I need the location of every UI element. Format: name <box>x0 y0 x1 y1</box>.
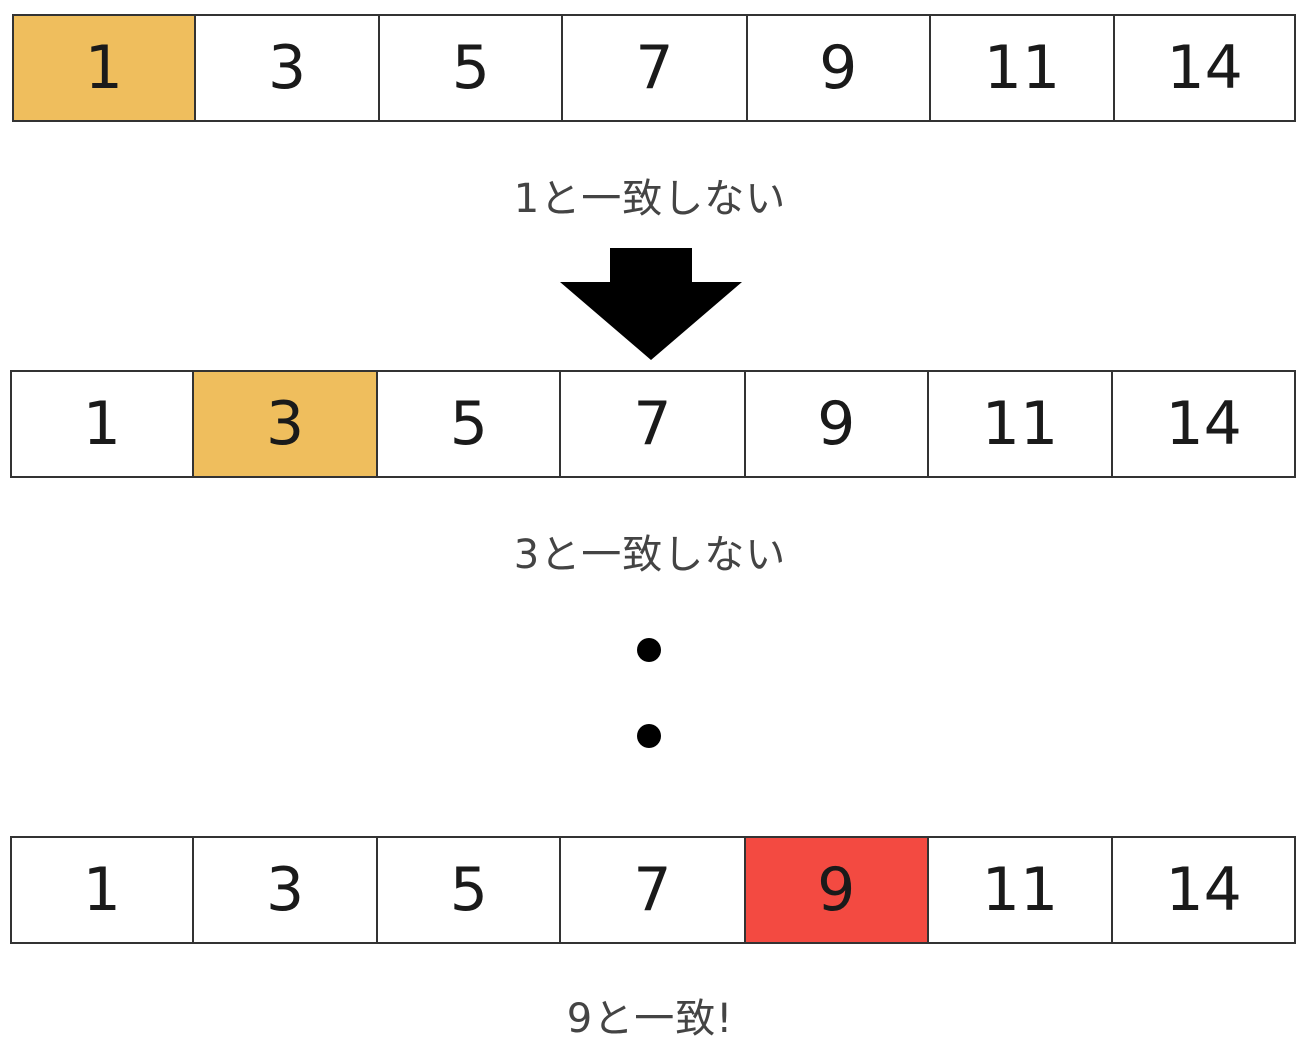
array-cell: 7 <box>561 838 746 942</box>
array-cell: 14 <box>1113 372 1297 476</box>
array-cell: 1 <box>14 16 196 120</box>
array-cell: 1 <box>12 838 194 942</box>
array-cell: 1 <box>12 372 194 476</box>
array-row-step-2: 1 3 5 7 9 11 14 <box>10 370 1297 478</box>
array-cell: 9 <box>747 16 931 120</box>
array-cell: 14 <box>1113 838 1297 942</box>
array-cell: 9 <box>745 372 929 476</box>
array-cell: 11 <box>928 372 1114 476</box>
array-cell: 5 <box>378 372 562 476</box>
arrow-down-icon <box>560 248 742 360</box>
array-row-step-3: 1 3 5 7 9 11 14 <box>10 836 1297 944</box>
array-cell: 14 <box>1115 16 1297 120</box>
step-2-caption: 3と一致しない <box>513 532 787 578</box>
ellipsis-dot <box>637 638 661 662</box>
array-cell: 3 <box>193 372 379 476</box>
ellipsis-dot <box>637 724 661 748</box>
array-cell: 3 <box>193 838 379 942</box>
array-cell: 7 <box>563 16 748 120</box>
array-cell: 11 <box>930 16 1116 120</box>
array-cell: 5 <box>380 16 564 120</box>
array-cell: 11 <box>928 838 1114 942</box>
array-cell: 3 <box>195 16 381 120</box>
array-cell: 5 <box>378 838 562 942</box>
array-cell: 7 <box>561 372 746 476</box>
array-row-step-1: 1 3 5 7 9 11 14 <box>12 14 1297 122</box>
step-1-caption: 1と一致しない <box>513 176 787 222</box>
step-3-caption: 9と一致! <box>566 996 734 1042</box>
array-cell: 9 <box>745 838 929 942</box>
